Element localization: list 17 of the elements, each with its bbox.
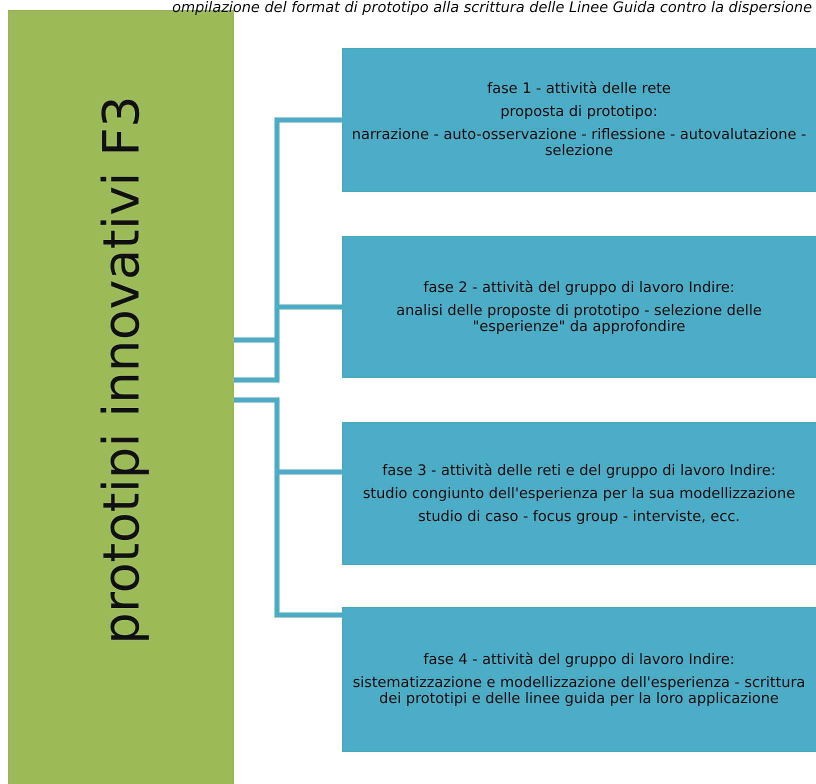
phase-text: fase 4 - attività del gruppo di lavoro Indire: [423, 652, 735, 668]
phase-text: fase 1 - attività delle rete [487, 81, 671, 97]
phase-text: fase 2 - attività del gruppo di lavoro Indire: [423, 280, 735, 296]
phase-box [342, 422, 816, 565]
phase-text: sistematizzazione e modellizzazione dell'esperienza - scrittura dei prototipi e delle linee guida per la loro applicazione [352, 675, 806, 707]
phase-text: narrazione - auto-osservazione - riflessione - autovalutazione - selezione [350, 127, 808, 159]
phase-box [342, 236, 816, 378]
phase-box [342, 48, 816, 192]
phase-text: proposta di prototipo: [500, 104, 658, 120]
phase-text: fase 3 - attività delle reti e del gruppo di lavoro Indire: [382, 462, 776, 478]
bracket-connector [234, 304, 342, 382]
phase-text: analisi delle proposte di prototipo - selezione delle "esperienze" da approfondire [395, 302, 763, 334]
phase-box [342, 607, 816, 752]
bracket-connector [234, 118, 342, 342]
phase-text: studio di caso - focus group - interviste, ecc. [418, 508, 740, 524]
vertical-title: prototipi innovativi F3 [92, 96, 150, 644]
phase-text: studio congiunto dell'esperienza per la sua modellizzazione [362, 486, 796, 502]
